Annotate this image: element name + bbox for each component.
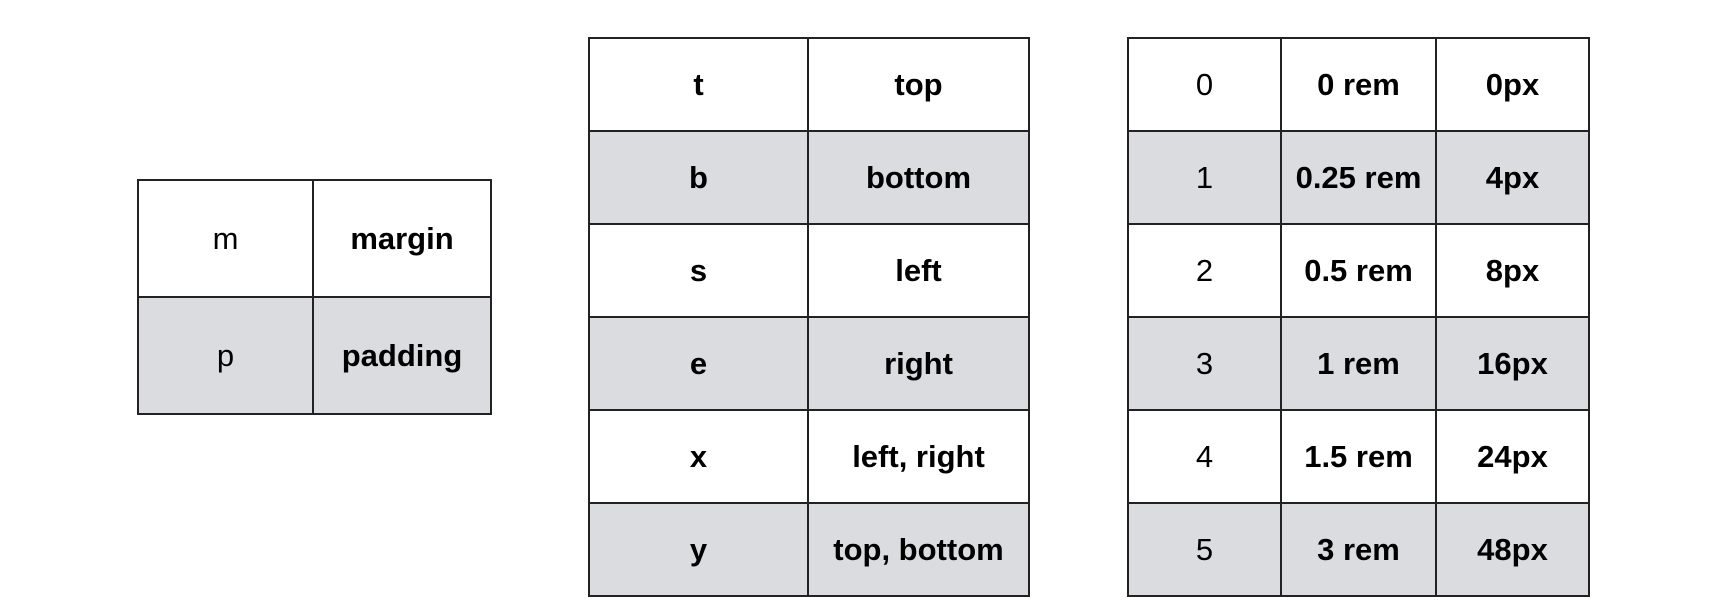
table-row: 1 0.25 rem 4px <box>1127 130 1590 225</box>
size-px-cell: 4px <box>1435 130 1590 225</box>
size-px-cell: 16px <box>1435 316 1590 411</box>
side-meaning-cell: left <box>807 223 1030 318</box>
size-number-cell: 3 <box>1127 316 1282 411</box>
sides-table: t top b bottom s left e right x left, ri… <box>588 37 1030 597</box>
size-rem-cell: 1.5 rem <box>1280 409 1437 504</box>
side-meaning-cell: top, bottom <box>807 502 1030 597</box>
table-row: s left <box>588 223 1030 318</box>
side-abbr-cell: e <box>588 316 809 411</box>
side-abbr-cell: s <box>588 223 809 318</box>
size-number-cell: 5 <box>1127 502 1282 597</box>
size-rem-cell: 0.5 rem <box>1280 223 1437 318</box>
prefix-meaning-cell: margin <box>312 179 492 298</box>
table-row: e right <box>588 316 1030 411</box>
table-row: 2 0.5 rem 8px <box>1127 223 1590 318</box>
table-row: p padding <box>137 296 492 415</box>
size-px-cell: 8px <box>1435 223 1590 318</box>
size-rem-cell: 3 rem <box>1280 502 1437 597</box>
size-px-cell: 48px <box>1435 502 1590 597</box>
table-row: b bottom <box>588 130 1030 225</box>
side-meaning-cell: right <box>807 316 1030 411</box>
size-number-cell: 2 <box>1127 223 1282 318</box>
prefix-abbr-cell: m <box>137 179 314 298</box>
table-row: 0 0 rem 0px <box>1127 37 1590 132</box>
size-number-cell: 4 <box>1127 409 1282 504</box>
side-abbr-cell: x <box>588 409 809 504</box>
table-row: t top <box>588 37 1030 132</box>
side-abbr-cell: y <box>588 502 809 597</box>
side-abbr-cell: b <box>588 130 809 225</box>
size-number-cell: 0 <box>1127 37 1282 132</box>
size-rem-cell: 1 rem <box>1280 316 1437 411</box>
side-abbr-cell: t <box>588 37 809 132</box>
size-rem-cell: 0 rem <box>1280 37 1437 132</box>
table-row: m margin <box>137 179 492 298</box>
size-number-cell: 1 <box>1127 130 1282 225</box>
table-row: y top, bottom <box>588 502 1030 597</box>
side-meaning-cell: left, right <box>807 409 1030 504</box>
size-rem-cell: 0.25 rem <box>1280 130 1437 225</box>
property-prefix-table: m margin p padding <box>137 179 492 415</box>
table-row: 3 1 rem 16px <box>1127 316 1590 411</box>
table-row: 4 1.5 rem 24px <box>1127 409 1590 504</box>
sizes-table: 0 0 rem 0px 1 0.25 rem 4px 2 0.5 rem 8px… <box>1127 37 1590 597</box>
table-row: 5 3 rem 48px <box>1127 502 1590 597</box>
side-meaning-cell: bottom <box>807 130 1030 225</box>
prefix-meaning-cell: padding <box>312 296 492 415</box>
side-meaning-cell: top <box>807 37 1030 132</box>
size-px-cell: 24px <box>1435 409 1590 504</box>
table-row: x left, right <box>588 409 1030 504</box>
prefix-abbr-cell: p <box>137 296 314 415</box>
size-px-cell: 0px <box>1435 37 1590 132</box>
